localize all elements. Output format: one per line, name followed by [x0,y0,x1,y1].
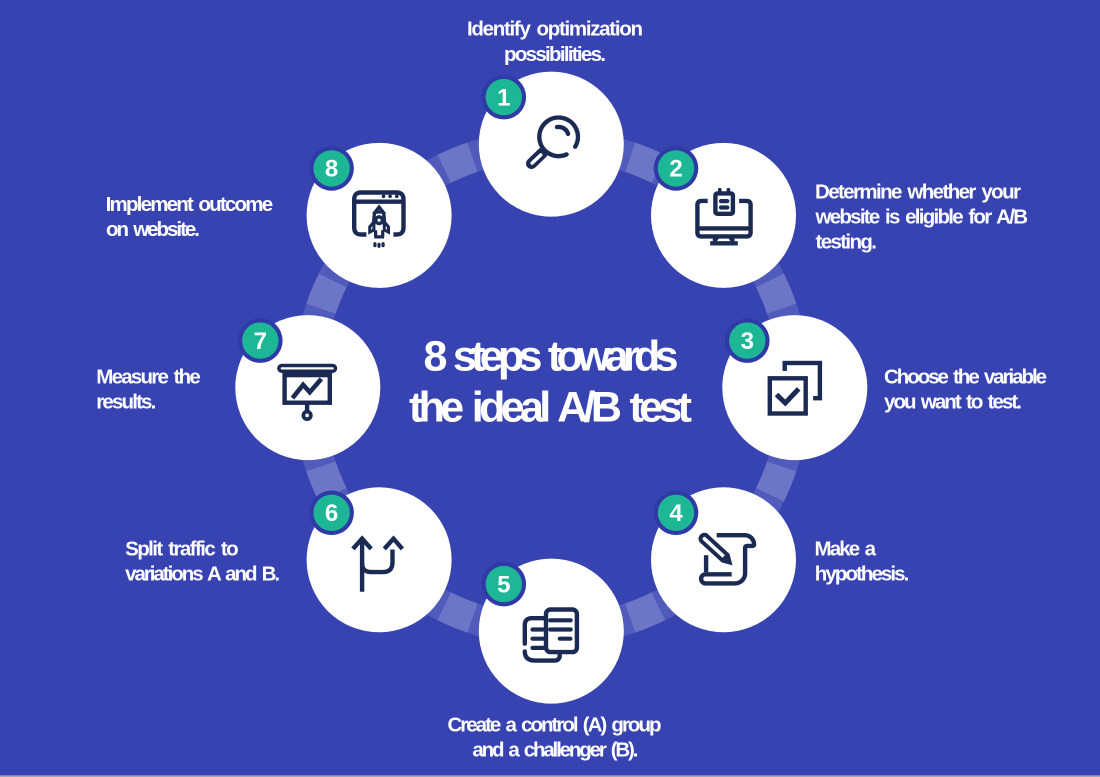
svg-text:Choose the variable: Choose the variable [884,365,1047,388]
svg-text:possibilities.: possibilities. [504,43,606,66]
svg-text:you want to test.: you want to test. [884,390,1022,413]
svg-text:and a challenger (B).: and a challenger (B). [472,739,638,762]
svg-text:Determine whether your: Determine whether your [815,180,1021,203]
svg-text:website is eligible for A/B: website is eligible for A/B [815,205,1029,228]
svg-text:results.: results. [96,391,156,414]
svg-text:variations A and B.: variations A and B. [125,563,280,586]
svg-text:Split traffic to: Split traffic to [125,538,239,561]
svg-text:Make a: Make a [815,538,877,561]
svg-text:Create a control (A) group: Create a control (A) group [448,714,662,737]
svg-text:8: 8 [325,156,338,183]
svg-text:6: 6 [325,500,338,527]
svg-text:Implement outcome: Implement outcome [106,193,274,216]
svg-text:the ideal A/B test: the ideal A/B test [409,384,692,432]
svg-text:8 steps towards: 8 steps towards [424,333,679,381]
svg-text:3: 3 [741,328,754,355]
svg-text:testing.: testing. [816,230,878,253]
svg-text:Measure the: Measure the [96,366,201,389]
svg-text:1: 1 [497,84,510,111]
svg-text:7: 7 [254,328,267,355]
svg-text:hypothesis.: hypothesis. [815,563,910,586]
svg-text:5: 5 [497,571,510,598]
svg-text:4: 4 [669,500,683,527]
svg-text:on website.: on website. [106,218,200,241]
svg-text:Identify optimization: Identify optimization [467,18,643,41]
svg-text:2: 2 [669,156,682,183]
